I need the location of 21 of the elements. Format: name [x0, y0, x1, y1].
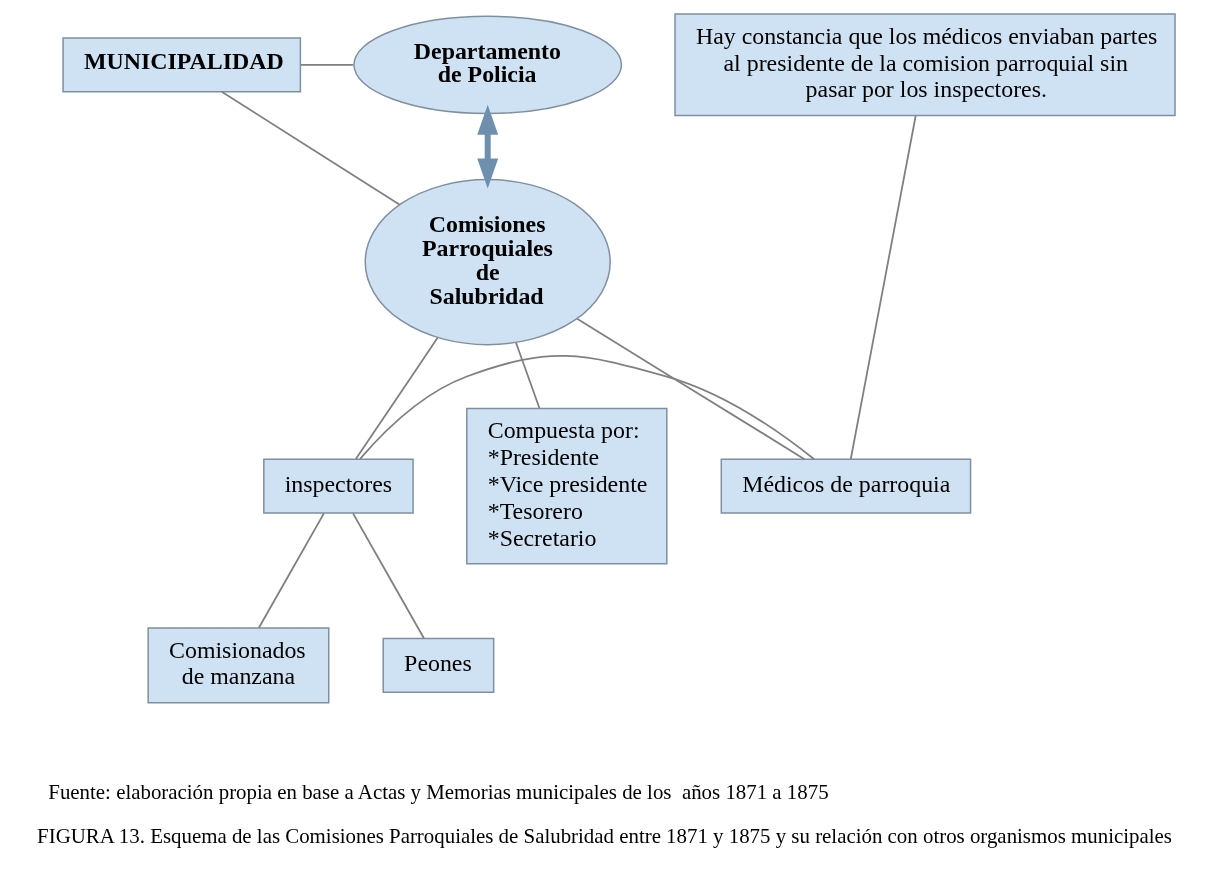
connector — [354, 336, 438, 460]
node-ellipse: Departamento de Policia — [352, 15, 622, 115]
node-box: inspectores — [262, 458, 414, 514]
connector — [358, 355, 815, 461]
arrow — [476, 104, 498, 189]
connector — [351, 512, 425, 640]
node-box: Peones — [382, 637, 494, 693]
node-box: Médicos de parroquia — [720, 458, 971, 514]
connector — [257, 512, 325, 629]
connector — [299, 63, 354, 66]
node-box: Compuesta por: *Presidente *Vice presidente *Tesorero *Secretario — [465, 407, 668, 565]
node-box: MUNICIPALIDAD — [61, 37, 301, 93]
caption: FIGURA 13. Esquema de las Comisiones Parroquiales de Salubridad entre 1871 y 1875 y su relación con otros organismos municipales — [36, 824, 1172, 849]
connector — [849, 115, 917, 461]
node-box: Comisionados de manzana — [146, 627, 329, 704]
connector — [575, 317, 805, 461]
node-ellipse: Comisiones Parroquiales de Salubridad — [364, 178, 611, 346]
label: Fuente: elaboración propia en base a Actas y Memorias municipales de los años 1871 a 1875 — [47, 780, 829, 805]
node-box: Hay constancia que los médicos enviaban partes al presidente de la comision parroquial sin pasar por los inspectores. — [673, 13, 1176, 117]
connector — [514, 341, 540, 410]
connector — [220, 90, 400, 206]
